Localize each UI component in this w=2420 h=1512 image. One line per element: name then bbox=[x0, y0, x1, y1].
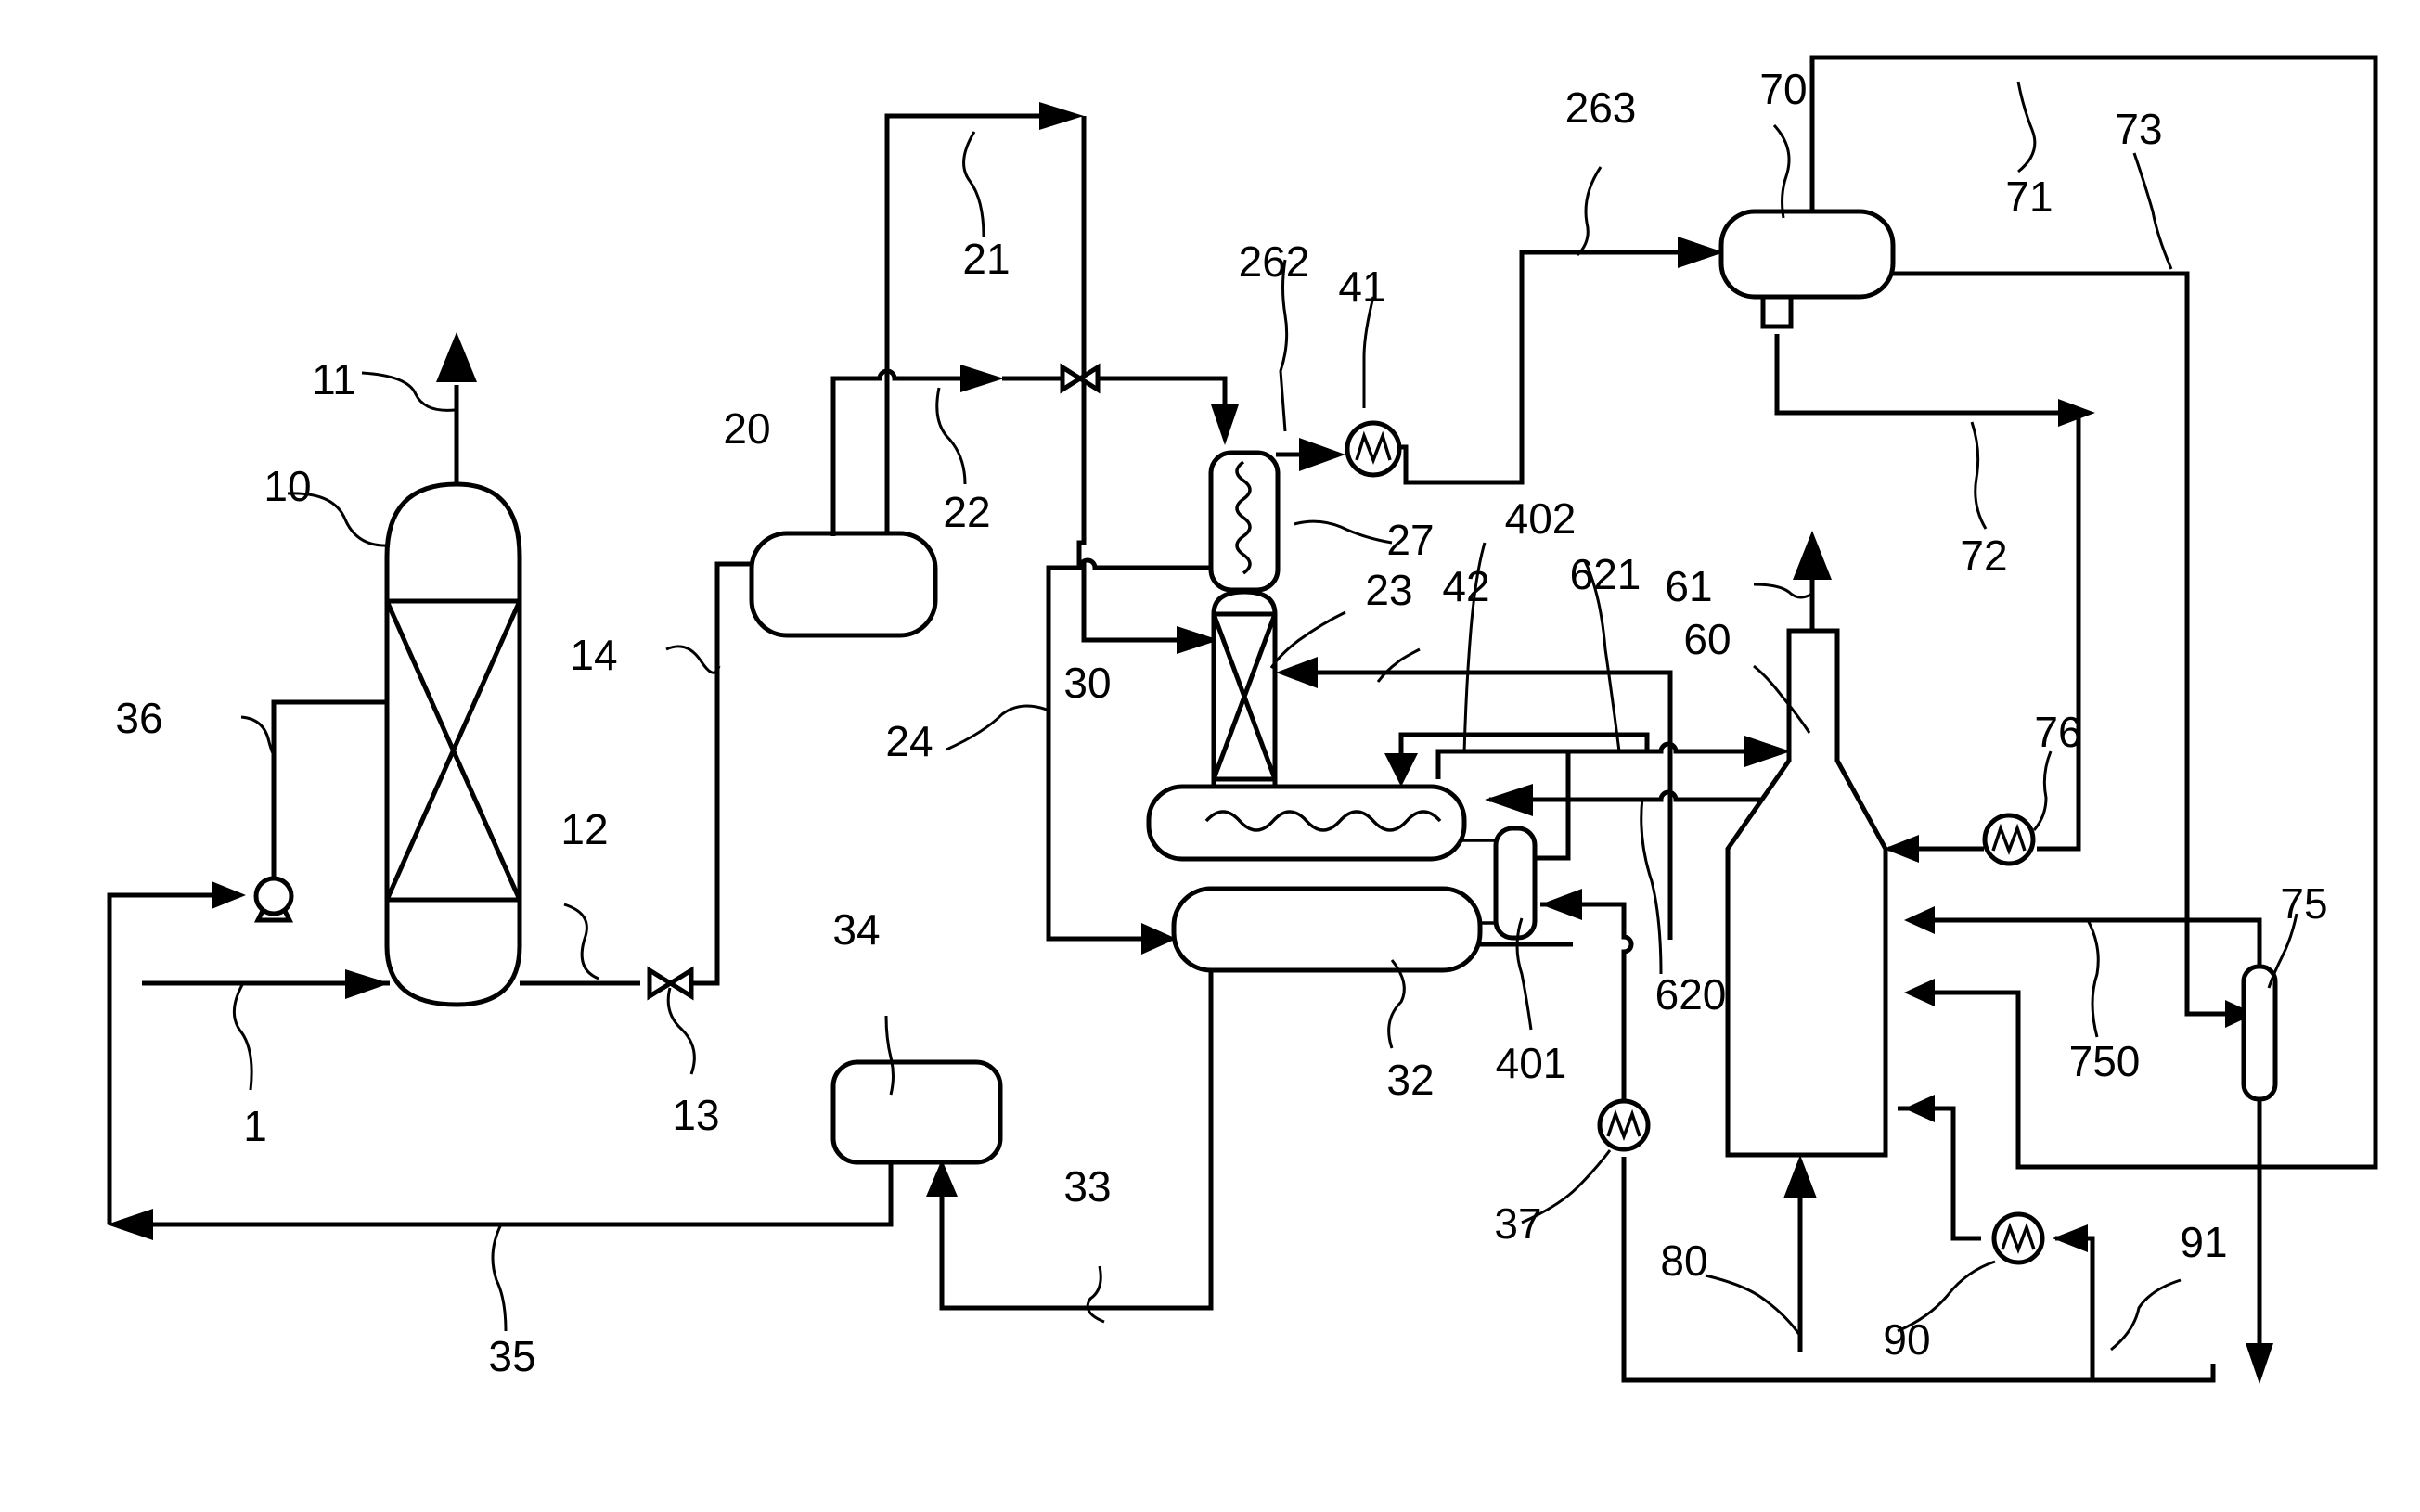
label-37: 37 bbox=[1494, 1199, 1541, 1248]
stream-91-line bbox=[2055, 1238, 2092, 1380]
exchanger-41 bbox=[1347, 423, 1399, 475]
equipment bbox=[387, 211, 2275, 1162]
label-42: 42 bbox=[1442, 562, 1489, 610]
stream-73-line bbox=[1893, 274, 2232, 1014]
label-21: 21 bbox=[962, 235, 1010, 283]
label-91: 91 bbox=[2180, 1218, 2227, 1266]
reactor-27 bbox=[1211, 453, 1278, 590]
arrow-21 bbox=[1039, 102, 1084, 130]
arrow-90 bbox=[1904, 1095, 1935, 1122]
label-34: 34 bbox=[832, 905, 880, 954]
arrow-61 bbox=[1793, 531, 1832, 580]
stream-621-b-line bbox=[1568, 744, 1744, 751]
label-401: 401 bbox=[1496, 1039, 1567, 1087]
arrow-37-in bbox=[1540, 889, 1582, 920]
label-41: 41 bbox=[1338, 263, 1385, 311]
valve-22 bbox=[1062, 367, 1098, 390]
arrow-24 bbox=[1141, 923, 1177, 955]
arrow-1 bbox=[345, 969, 390, 999]
vessel-30 bbox=[1149, 787, 1464, 859]
separator-401 bbox=[1496, 828, 1535, 938]
arrow-76 bbox=[1884, 835, 1919, 863]
label-70: 70 bbox=[1759, 65, 1807, 113]
arrow-71 bbox=[1904, 979, 1935, 1006]
label-61: 61 bbox=[1665, 562, 1712, 610]
label-263: 263 bbox=[1565, 83, 1637, 132]
label-80: 80 bbox=[1660, 1237, 1707, 1285]
valve-13 bbox=[650, 970, 691, 996]
arrow-620 bbox=[1485, 784, 1533, 816]
stream-90-line bbox=[1898, 1108, 1981, 1238]
label-11: 11 bbox=[312, 355, 356, 404]
label-20: 20 bbox=[723, 404, 770, 453]
vessel-70 bbox=[1721, 211, 1893, 327]
vessel-34 bbox=[833, 1062, 1000, 1162]
arrow-402 bbox=[1384, 753, 1418, 787]
label-620: 620 bbox=[1655, 970, 1727, 1019]
arrow-75-down bbox=[2246, 1343, 2273, 1384]
label-13: 13 bbox=[672, 1091, 719, 1139]
label-71: 71 bbox=[2005, 173, 2053, 221]
stream-35-return-line bbox=[109, 895, 218, 1224]
stream-620-line bbox=[1489, 792, 1789, 800]
exchanger-90 bbox=[1994, 1214, 2042, 1262]
vessel-20 bbox=[752, 533, 935, 635]
stream-22-c-line bbox=[1098, 378, 1225, 436]
arrow-35-in bbox=[212, 881, 246, 909]
label-24: 24 bbox=[885, 717, 933, 765]
label-30: 30 bbox=[1063, 659, 1111, 707]
arrow-33 bbox=[926, 1160, 958, 1197]
regenerator-60 bbox=[1728, 631, 1886, 1155]
label-76: 76 bbox=[2034, 708, 2081, 756]
arrow-262 bbox=[1299, 438, 1345, 471]
label-750: 750 bbox=[2069, 1037, 2141, 1085]
arrow-750 bbox=[1904, 906, 1935, 934]
label-10: 10 bbox=[264, 462, 311, 510]
label-33: 33 bbox=[1063, 1162, 1111, 1211]
arrow-42 bbox=[1276, 657, 1318, 688]
stream-36-line bbox=[274, 702, 390, 895]
vessel-32 bbox=[1174, 889, 1480, 970]
exchanger-37 bbox=[1600, 1101, 1648, 1149]
arrow-22 bbox=[960, 365, 1004, 392]
label-22: 22 bbox=[943, 488, 990, 536]
arrow-80 bbox=[1783, 1155, 1817, 1198]
label-32: 32 bbox=[1386, 1056, 1434, 1104]
label-23: 23 bbox=[1365, 566, 1412, 614]
arrow-91 bbox=[2053, 1224, 2088, 1252]
label-1: 1 bbox=[243, 1102, 267, 1150]
label-12: 12 bbox=[560, 805, 608, 853]
label-35: 35 bbox=[488, 1332, 535, 1380]
stream-22-line bbox=[833, 371, 960, 536]
arrow-22-down bbox=[1211, 404, 1239, 445]
exchanger-76 bbox=[1985, 815, 2033, 864]
stream-14-line bbox=[691, 564, 753, 983]
label-72: 72 bbox=[1960, 532, 2007, 580]
label-73: 73 bbox=[2115, 105, 2162, 153]
column-10 bbox=[387, 484, 520, 1005]
stream-263-line bbox=[1399, 252, 1680, 482]
arrow-263 bbox=[1678, 237, 1724, 268]
label-27: 27 bbox=[1386, 516, 1434, 564]
label-75: 75 bbox=[2280, 879, 2327, 928]
arrow-35 bbox=[107, 1209, 153, 1240]
stream-35-line bbox=[121, 1155, 891, 1224]
label-402: 402 bbox=[1505, 494, 1577, 543]
label-60: 60 bbox=[1683, 615, 1731, 663]
label-621: 621 bbox=[1570, 550, 1641, 598]
reactor-23 bbox=[1214, 592, 1275, 787]
arrow-621 bbox=[1744, 736, 1791, 767]
arrow-11 bbox=[436, 332, 477, 382]
label-36: 36 bbox=[115, 694, 162, 742]
pump-36 bbox=[256, 878, 291, 920]
label-90: 90 bbox=[1883, 1315, 1930, 1364]
label-262: 262 bbox=[1239, 237, 1310, 286]
label-14: 14 bbox=[570, 631, 617, 679]
stream-24-line bbox=[1049, 560, 1214, 939]
